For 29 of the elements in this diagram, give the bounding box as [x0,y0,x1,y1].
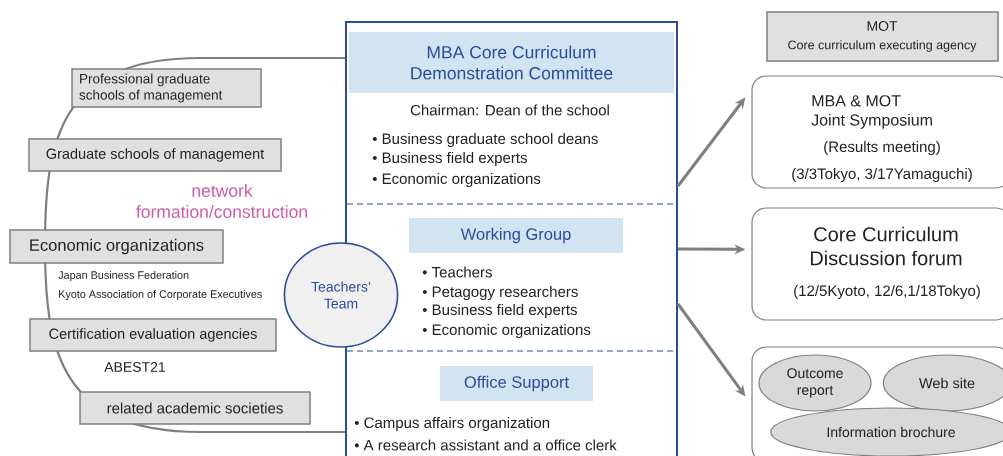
bullet-item: • Economic organizations [422,324,591,338]
partner-box: Economic organizations [9,229,224,264]
caption-text: Japan Business Federation [58,270,189,282]
bullet-item: • Business field experts [422,304,577,318]
partner-box: Graduate schools of management [28,138,282,172]
event-dates: (3/3Tokyo, 3/17Yamaguchi) [792,168,972,182]
caption-text: Kyoto Association of Corporate Executives [59,289,262,301]
bullet-item: • Petagogy researchers [422,286,578,300]
forum-title: Core Curriculum Discussion forum [810,226,962,266]
bullet-item: • Campus affairs organization [354,417,550,431]
bullet-item: • A research assistant and a office clerk [354,439,617,451]
bullet-item: • Teachers [422,266,492,278]
group-heading: Working Group [409,218,623,253]
bullet-item: • Economic organizations [372,173,541,187]
event-dates: (12/5Kyoto, 12/6,1/18Tokyo) [794,285,980,299]
agency-text: MOT [867,21,898,31]
network-label: network formation/construction [136,184,307,218]
agency-text: Core curriculum executing agency [788,40,977,52]
caption-text: Chairman: Dean of the school [410,104,609,116]
symposium-title: MBA & MOT Joint Symposium [811,95,932,129]
caption-text: ABEST21 [104,362,165,372]
event-note: (Results meeting) [824,141,940,155]
partner-box: Professional graduate schools of management [71,68,262,108]
committee-heading: MBA Core Curriculum Demonstration Committee [349,32,674,93]
partner-box: Certification evaluation agencies [29,318,277,352]
bullet-item: • Business field experts [372,152,527,166]
office-heading: Office Support [440,366,593,401]
bullet-item: • Business graduate school deans [372,133,598,147]
partner-box: related academic societies [79,391,311,425]
